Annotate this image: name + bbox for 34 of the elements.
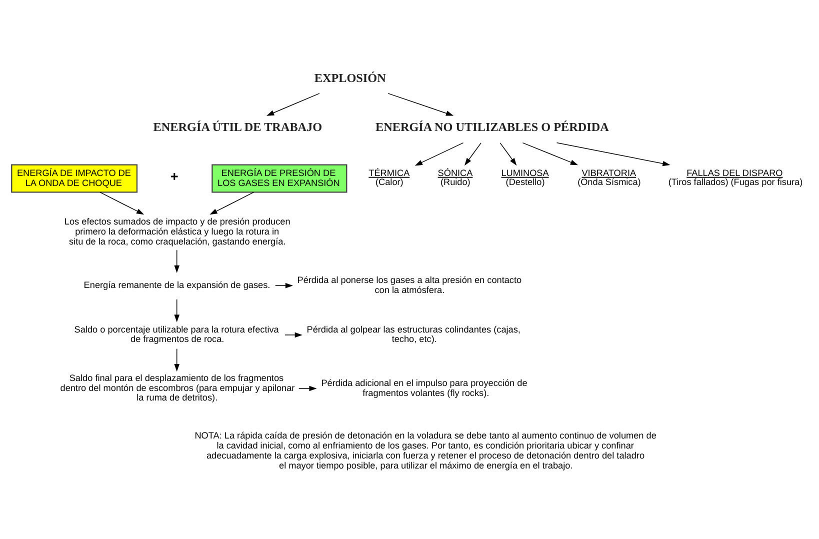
node-text: Pérdida al golpear las estructuras colindantes (cajas, techo, etc).	[306, 324, 520, 344]
arrow	[266, 92, 320, 116]
arrow	[414, 142, 464, 166]
node-text: Energía remanente de la expansión de gases.	[84, 279, 270, 290]
node-text: TÉRMICA (Calor)	[368, 167, 410, 186]
arrow	[174, 348, 180, 372]
arrow	[522, 142, 578, 165]
node-text: Pérdida al ponerse los gases a alta presión en contacto con la atmósfera.	[297, 274, 522, 294]
node-text: EXPLOSIÓN	[314, 70, 386, 84]
node-text: ENERGÍA ÚTIL DE TRABAJO	[153, 120, 322, 134]
arrow	[388, 92, 454, 116]
node-text: FALLAS DEL DISPARO (Tiros fallados) (Fugas por fisura)	[668, 167, 803, 186]
node-text: SÓNICA (Ruido)	[438, 167, 473, 186]
node-box: ENERGÍA DE IMPACTO DE LA ONDA DE CHOQUE	[11, 164, 138, 192]
node-text: LUMINOSA (Destello)	[501, 167, 549, 186]
arrow	[298, 385, 317, 391]
arrow	[500, 142, 517, 166]
arrow	[464, 142, 482, 166]
arrow	[174, 298, 180, 322]
arrow	[100, 191, 144, 214]
node-text: ENERGÍA NO UTILIZABLES O PÉRDIDA	[376, 120, 609, 134]
label: +	[170, 168, 178, 184]
label: NOTA: La rápida caída de presión de detonación en la voladura se debe tanto al aumento continuo de volumen de la cavidad inicial, como al enfriamiento de los gases. Por tanto, es condición prioritaria ubicar y confinar adecuadamente la carga explosiva, iniciarla con fuerza y retener el proceso de detonación dentro del taladro el mayor tiempo posible, para utilizar el máximo de energía en el trabajo.	[194, 430, 656, 470]
node-text: Saldo final para el desplazamiento de los fragmentos dentro del montón de escombros (para empujar y apilonar la ruma de detritos).	[60, 372, 295, 402]
node-text: Saldo o porcentaje utilizable para la rotura efectiva de fragmentos de roca.	[74, 324, 279, 344]
arrow	[174, 249, 180, 272]
node-text: Los efectos sumados de impacto y de presión producen primero la deformación elástica y luego la rotura in situ de la roca, como craquelación, gastando energía.	[64, 216, 290, 246]
arrow	[556, 142, 670, 166]
arrow	[210, 191, 254, 214]
node-text: Pérdida adicional en el impulso para proyección de fragmentos volantes (fly rocks).	[321, 377, 528, 398]
node-box: ENERGÍA DE PRESIÓN DE LOS GASES EN EXPANSIÓN	[212, 164, 348, 192]
arrow	[284, 332, 302, 338]
arrow	[275, 282, 294, 288]
node-text: VIBRATORIA (Onda Sísmica)	[578, 167, 641, 186]
